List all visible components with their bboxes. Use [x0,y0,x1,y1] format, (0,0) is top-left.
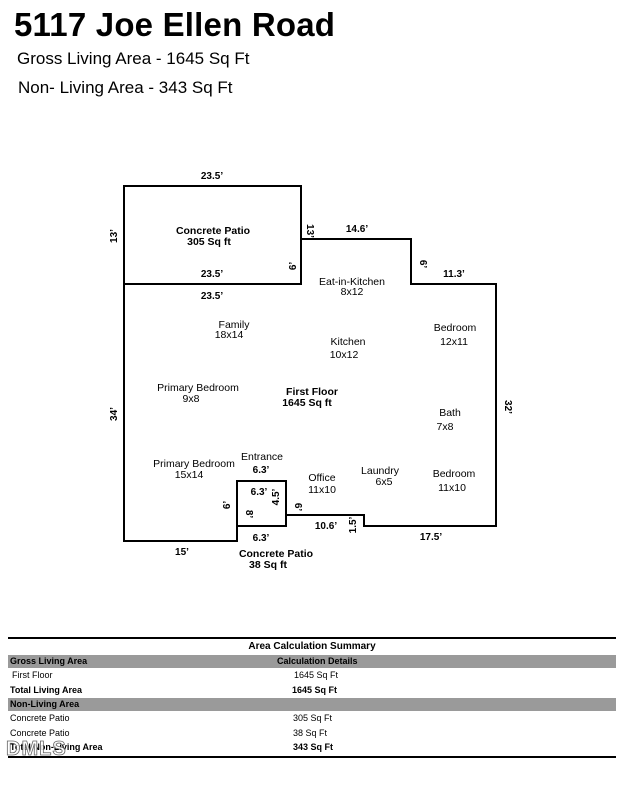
dim-entry-inner-top: 6.3’ [251,487,268,498]
dim-left-notch: 6’ [222,501,233,510]
dim-entry-inner-right: 4.5’ [271,488,282,505]
room-name: Eat-in-Kitchen [319,276,385,288]
patio-top-area: 305 Sq ft [187,236,231,248]
patio-top-name: Concrete Patio [176,225,250,237]
summary-bottom-rule [8,756,616,758]
dim-kitchen-top: 14.6’ [346,224,368,235]
dim-right-side: 32’ [502,400,513,414]
dmls-watermark: DMLS [6,738,67,761]
table-row: Total Non-Living Area 343 Sq Ft [8,740,616,755]
total-non-living-label: Total Non-Living Area [10,742,103,752]
patio-bottom-name: Concrete Patio [239,548,313,560]
summary-top-rule [8,637,616,639]
patio1-value: 305 Sq Ft [293,713,333,723]
room-name: Family [219,319,251,331]
room-name: Primary Bedroom [157,382,239,394]
dim-entry-inner-left: 8’ [243,510,254,519]
room-size: 8x12 [341,286,364,298]
dim-house-top-left: 23.5’ [201,291,223,302]
room-name: Office [308,472,335,484]
patio1-label: Concrete Patio [10,713,70,723]
room-name: Bedroom [433,468,476,480]
patio2-label: Concrete Patio [10,728,70,738]
dim-bottom-right: 17.5’ [420,532,442,543]
dim-patio-top: 23.5’ [201,171,223,182]
room-size: 11x10 [308,484,336,496]
room-name: Laundry [361,465,400,477]
summary-title: Area Calculation Summary [248,641,376,652]
dim-bottom-left: 15’ [175,547,189,558]
table-row: Total Living Area 1645 Sq Ft [8,683,616,698]
dim-entry-bottom: 6.3’ [253,533,270,544]
dim-patio-left: 13’ [109,229,120,243]
first-floor-value: 1645 Sq Ft [294,670,339,680]
patio-bottom-area: 38 Sq ft [249,559,287,571]
dim-patio-right-upper: 13’ [304,224,315,238]
dim-patio-right-lower: 6’ [288,262,299,271]
area-summary-table: Area Calculation Summary Gross Living Ar… [8,637,616,758]
dim-office-left: 6’ [292,503,303,512]
room-size: 9x8 [183,393,200,405]
total-non-living-value: 343 Sq Ft [293,742,334,752]
page-title: 5117 Joe Ellen Road [14,6,336,43]
room-name: Primary Bedroom [153,458,235,470]
dim-step-up: 1.5’ [348,516,359,533]
dim-patio-bottom: 23.5’ [201,269,223,280]
room-name: Bath [439,407,461,419]
room-name: Kitchen [330,336,365,348]
room-size: 12x11 [440,336,468,348]
floor-area: 1645 Sq ft [282,397,332,409]
dim-entry-top: 6.3’ [253,465,270,476]
non-living-header-row: Non-Living Area [8,698,616,711]
total-living-value: 1645 Sq Ft [292,685,338,695]
first-floor-label: First Floor [12,670,53,680]
dim-left-side: 34’ [109,407,120,421]
table-row: Concrete Patio 305 Sq Ft [8,711,616,726]
room-size: 15x14 [175,469,204,481]
room-size: 11x10 [438,482,466,494]
dim-kitchen-step: 6’ [417,260,428,269]
room-name: Entrance [241,451,283,463]
room-size: 6x5 [376,476,393,488]
room-name: Bedroom [434,322,477,334]
room-size: 18x14 [215,329,244,341]
non-living-header: Non-Living Area [10,699,80,709]
table-row: First Floor 1645 Sq Ft [8,668,616,683]
gross-living-header: Gross Living Area [10,656,88,666]
patio-bottom-outline [236,480,287,527]
room-size: 7x8 [437,421,454,433]
calculation-details-header: Calculation Details [277,656,358,666]
non-living-subtitle: Non- Living Area - 343 Sq Ft [18,78,233,97]
room-size: 10x12 [330,349,359,361]
total-living-label: Total Living Area [10,685,83,695]
patio2-value: 38 Sq Ft [293,728,328,738]
gross-living-header-row: Gross Living Area Calculation Details [8,655,616,668]
table-row: Concrete Patio 38 Sq Ft [8,726,616,740]
dim-right-top: 11.3’ [443,269,465,280]
dim-bottom-mid: 10.6’ [315,521,337,532]
gross-living-subtitle: Gross Living Area - 1645 Sq Ft [17,49,250,68]
floor-name: First Floor [286,386,338,398]
floor-plan-diagram: 23.5’ 13’ 13’ 6’ 23.5’ 23.5’ 14.6’ 6’ 11… [109,171,513,571]
